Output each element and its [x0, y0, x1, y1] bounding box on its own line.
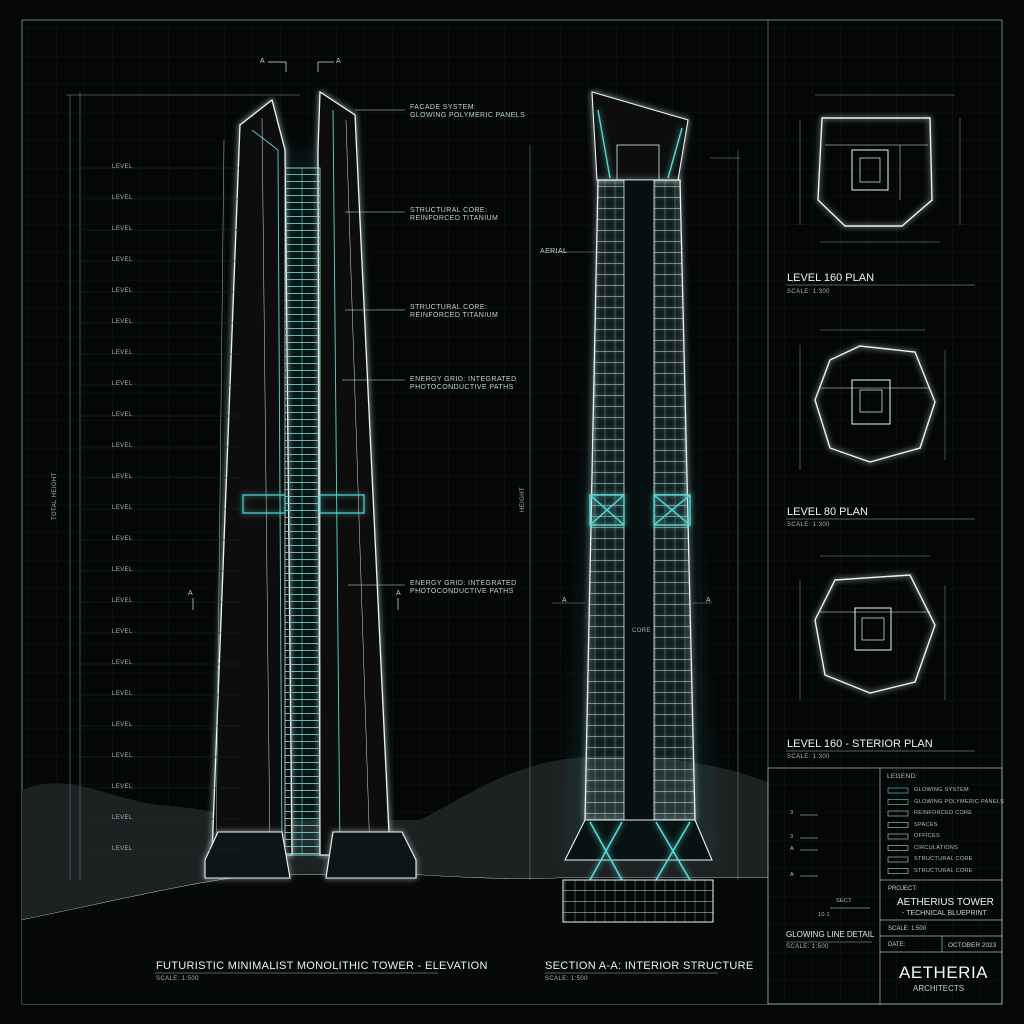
plan-2-scale: SCALE: 1:300: [787, 522, 830, 528]
level-tick-label: LEVEL: [112, 536, 133, 542]
level-tick-label: LEVEL: [112, 412, 133, 418]
legend-item-label: STRUCTURAL CORE: [914, 867, 973, 874]
elevation-section-mark-lower-left: A: [188, 590, 194, 597]
legend-item-label: GLOWING SYSTEM: [914, 787, 969, 793]
legend-item-label: SPACES: [914, 821, 938, 828]
detail-callout: SECT: [836, 898, 852, 904]
detail-scale: SCALE: 1:500: [786, 944, 829, 950]
detail-mark-1: 3: [790, 810, 794, 816]
plan-level-80: [799, 329, 946, 470]
callout-facade: FACADE SYSTEM:GLOWING POLYMERIC PANELS: [410, 104, 526, 119]
date-value: OCTOBER 2023: [948, 942, 997, 949]
elevation-level-scale: [66, 92, 300, 880]
elevation-scale: SCALE: 1:500: [156, 976, 199, 982]
section-core-label: CORE: [632, 628, 651, 634]
section-spire-label: AERIAL: [540, 248, 568, 255]
firm-subtitle: ARCHITECTS: [913, 984, 965, 993]
plan-1-title: LEVEL 160 PLAN: [787, 272, 875, 284]
level-tick-label: LEVEL: [112, 784, 133, 790]
legend-swatches: [887, 787, 909, 874]
level-tick-label: LEVEL: [112, 567, 133, 573]
legend-item-label: STRUCTURAL CORE: [914, 856, 973, 862]
elevation-caption: FUTURISTIC MINIMALIST MONOLITHIC TOWER -…: [156, 960, 488, 972]
detail-mark-3: A: [790, 846, 794, 852]
title-block-scale: SCALE: 1:500: [888, 926, 927, 932]
elevation-section-mark-right: A: [336, 58, 342, 65]
plan-2-title: LEVEL 80 PLAN: [787, 506, 868, 518]
callout-core-1: STRUCTURAL CORE:REINFORCED TITANIUM: [410, 207, 499, 222]
legend-swatch: [887, 856, 909, 863]
legend-item-label: OFFICES: [914, 833, 940, 839]
level-tick-label: LEVEL: [112, 443, 133, 449]
plan-3-title: LEVEL 160 - STERIOR PLAN: [787, 738, 933, 750]
section-dimension-lines: [529, 145, 740, 880]
legend-swatch: [887, 787, 909, 794]
plan-3-scale: SCALE: 1:300: [787, 754, 830, 760]
level-tick-label: LEVEL: [112, 288, 133, 294]
level-tick-label: LEVEL: [112, 381, 133, 387]
detail-title: GLOWING LINE DETAIL: [786, 930, 875, 939]
elevation-dimension-label: TOTAL HEIGHT: [52, 472, 58, 520]
caption-underlines: [155, 941, 872, 974]
section-scale: SCALE: 1:500: [545, 976, 588, 982]
elevation-callout-leaders: [342, 109, 405, 586]
level-tick-label: LEVEL: [112, 722, 133, 728]
level-tick-label: LEVEL: [112, 226, 133, 232]
legend-item-label: GLOWING POLYMERIC PANELS: [914, 798, 1005, 805]
title-block-frames: [767, 767, 1003, 1005]
legend-swatch: [887, 810, 909, 817]
level-ticks: [80, 167, 240, 851]
elevation-section-mark-left: A: [260, 58, 266, 65]
detail-mark-4: A: [790, 872, 794, 878]
level-tick-label: LEVEL: [112, 350, 133, 356]
level-tick-label: LEVEL: [112, 598, 133, 604]
elevation-section-mark-lower-right: A: [396, 590, 402, 597]
elevation-section-marks: [192, 61, 399, 610]
level-tick-label: LEVEL: [112, 474, 133, 480]
section-mark-left: A: [562, 597, 568, 604]
project-subtitle: - TECHNICAL BLUEPRINT: [902, 910, 987, 917]
level-tick-label: LEVEL: [112, 257, 133, 263]
legend-item-label: CIRCULATIONS: [914, 844, 959, 851]
level-tick-label: LEVEL: [112, 505, 133, 511]
project-name: AETHERIUS TOWER: [897, 897, 994, 908]
firm-name: AETHERIA: [899, 963, 989, 982]
level-tick-label: LEVEL: [112, 815, 133, 821]
legend-swatch: [887, 833, 909, 840]
glowing-line-detail: [800, 800, 870, 909]
level-tick-label: LEVEL: [112, 660, 133, 666]
level-tick-label: LEVEL: [112, 319, 133, 325]
plan-title-underlines: [786, 284, 975, 752]
plan-level-160: [799, 94, 961, 243]
section-dimension-label: HEIGHT: [520, 486, 526, 512]
legend-title: LEGEND:: [887, 773, 918, 780]
plan-level-160-exterior: [799, 555, 946, 700]
detail-mark-2: 3: [790, 834, 794, 840]
plan-1-scale: SCALE: 1:300: [787, 289, 830, 295]
level-tick-label: LEVEL: [112, 629, 133, 635]
legend-swatch: [887, 845, 909, 851]
date-label: DATE:: [888, 942, 906, 948]
level-tick-label: LEVEL: [112, 164, 133, 170]
legend-item-label: REINFORCED CORE: [914, 810, 973, 816]
elevation-tower: [204, 90, 417, 879]
legend-swatch: [887, 799, 909, 805]
level-tick-label: LEVEL: [112, 846, 133, 852]
legend-swatch: [887, 822, 909, 828]
level-tick-label: LEVEL: [112, 753, 133, 759]
section-mark-right: A: [706, 597, 712, 604]
level-tick-label: LEVEL: [112, 691, 133, 697]
legend-swatch: [887, 868, 909, 874]
detail-ref: 10.1: [818, 912, 830, 918]
section-tower: [562, 91, 720, 923]
level-tick-label: LEVEL: [112, 195, 133, 201]
project-label: PROJECT:: [888, 886, 918, 892]
section-caption: SECTION A-A: INTERIOR STRUCTURE: [545, 960, 754, 972]
callout-core-2: STRUCTURAL CORE:REINFORCED TITANIUM: [410, 304, 499, 319]
